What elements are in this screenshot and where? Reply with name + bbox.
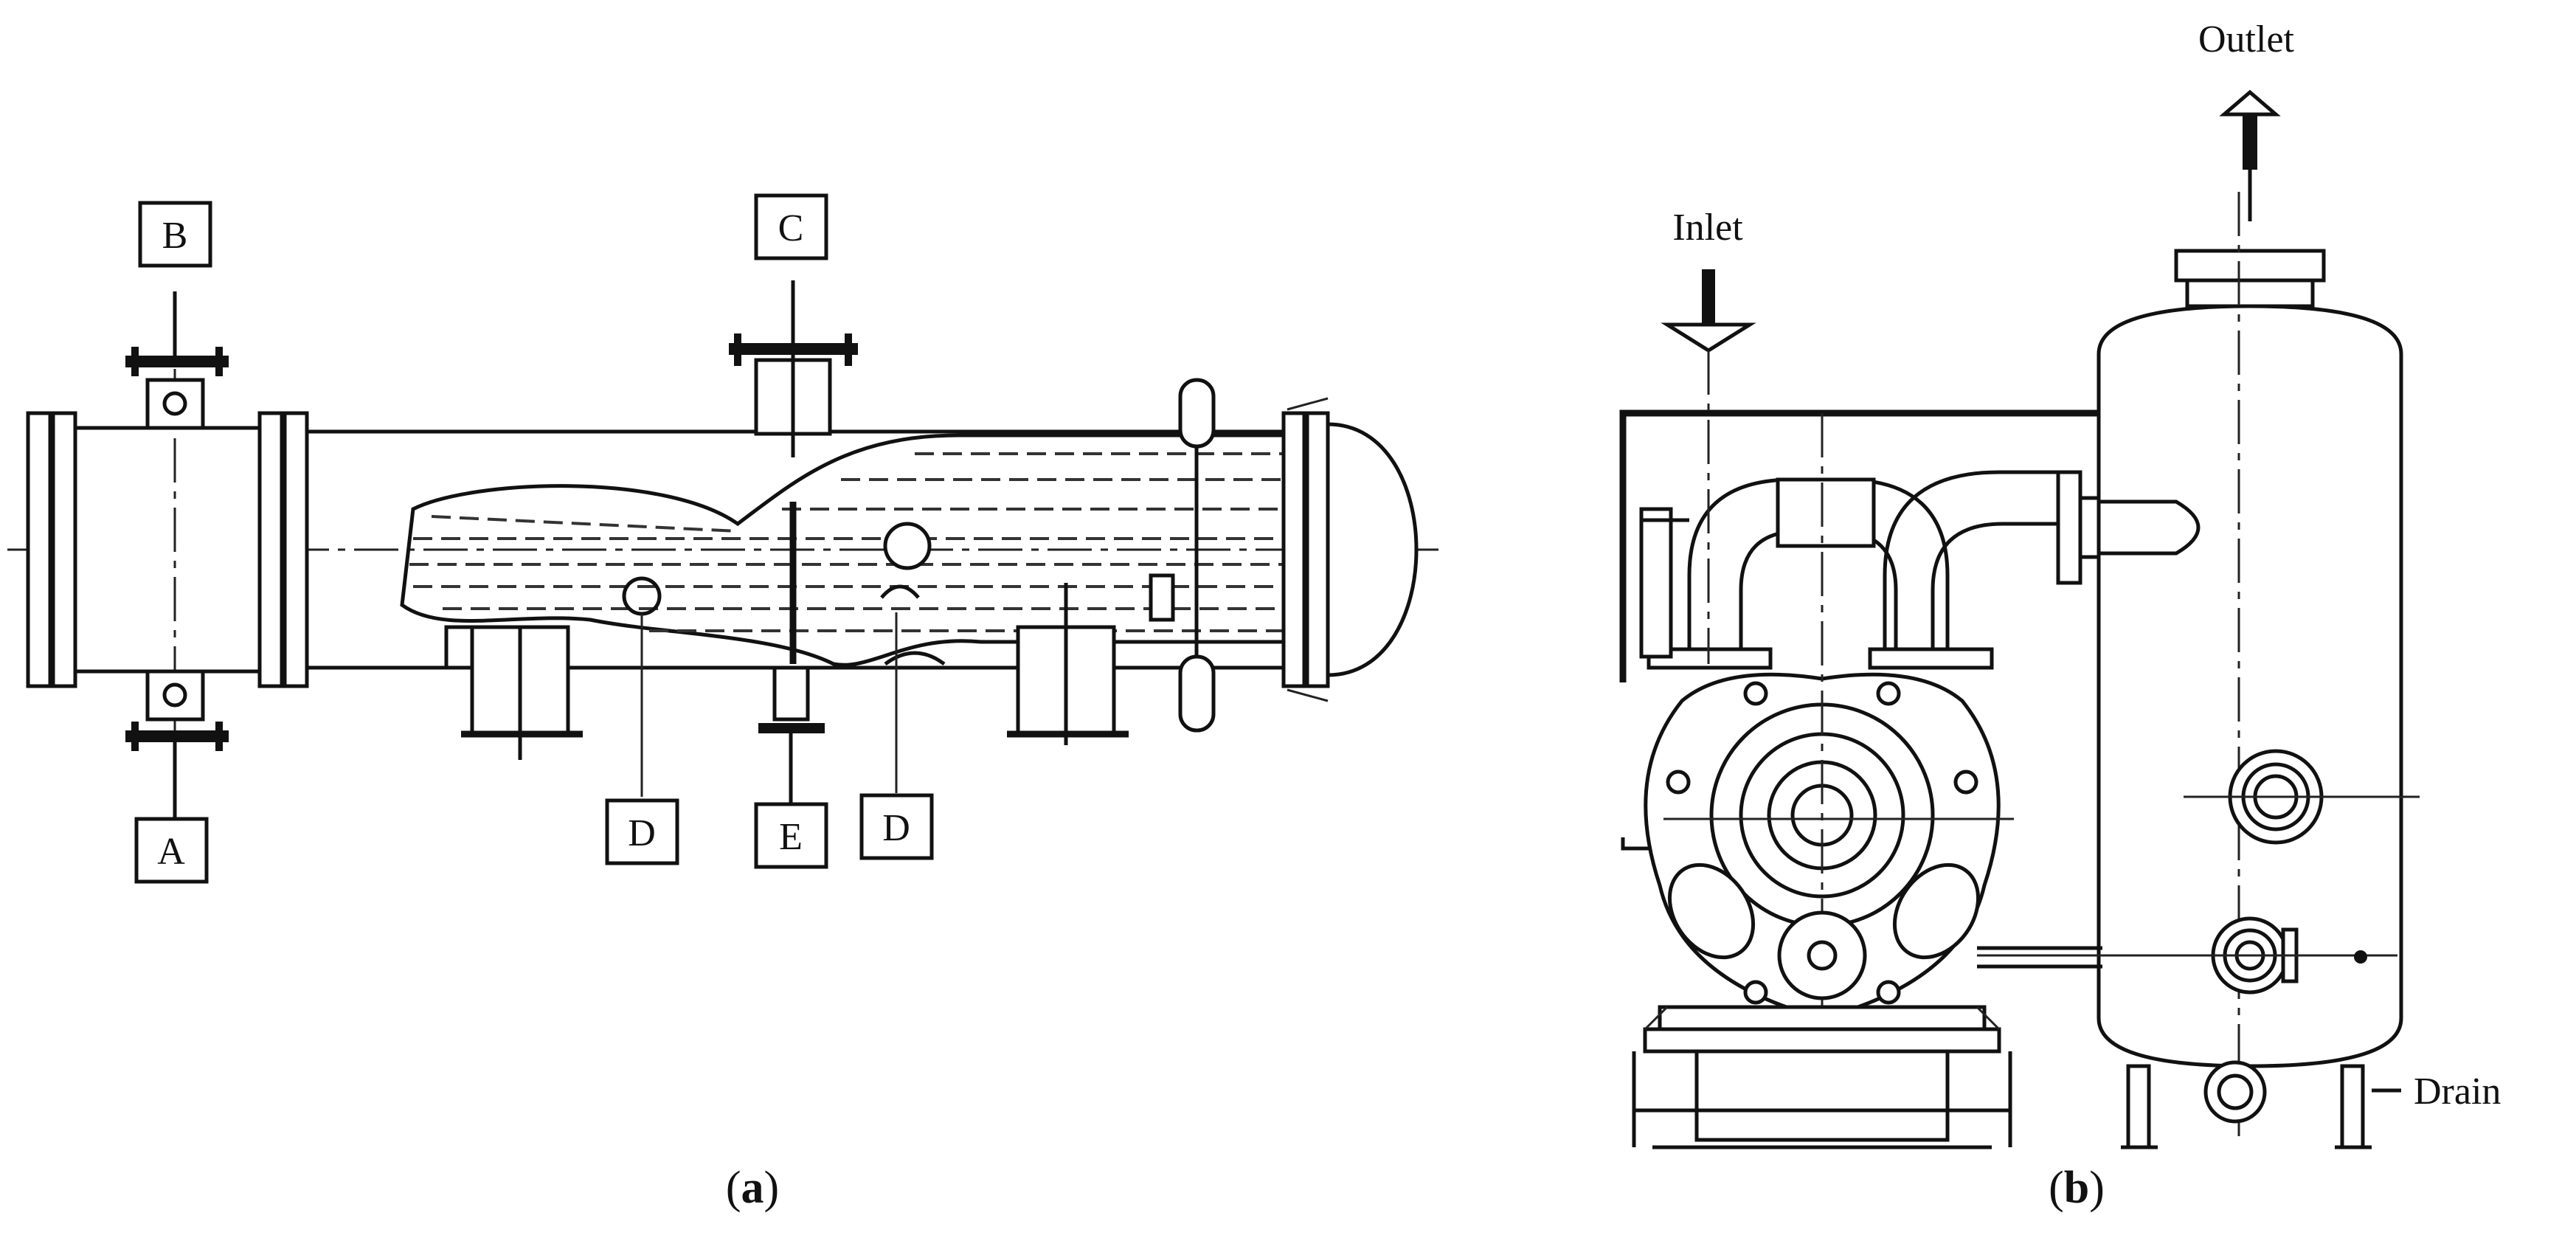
- caption-b: (b): [2049, 1163, 2105, 1213]
- label-e-box: E: [754, 802, 828, 869]
- label-a: A: [157, 831, 185, 873]
- label-d-left-box: D: [605, 614, 679, 865]
- vacuum-pump: [1632, 413, 2058, 1149]
- nozzle-c: [729, 280, 858, 457]
- vent-pipe: [1149, 378, 1216, 733]
- label-d-right: D: [882, 807, 910, 849]
- caption-a: (a): [726, 1163, 779, 1213]
- label-c: C: [778, 207, 804, 249]
- label-e: E: [779, 816, 803, 858]
- nozzle-b: [125, 291, 229, 430]
- nozzle-a: [125, 669, 229, 819]
- outlet-arrow-icon: [2219, 89, 2281, 221]
- label-inlet: Inlet: [1672, 207, 1743, 249]
- label-drain: Drain: [2414, 1071, 2501, 1113]
- tube-bundle: [409, 452, 1284, 632]
- label-d-right-box: D: [859, 612, 934, 860]
- label-c-box: C: [754, 193, 828, 260]
- label-b-box: B: [138, 201, 212, 268]
- saddle-left: [444, 625, 583, 760]
- inlet-arrow-icon: [1661, 269, 1756, 353]
- panel-b-pump-separator: Outlet Inlet: [1619, 18, 2501, 1213]
- saddle-right: [1007, 583, 1129, 745]
- connecting-pipe: [1977, 946, 2102, 969]
- rear-head: [1281, 397, 1419, 702]
- nozzle-e: [758, 665, 825, 812]
- label-outlet: Outlet: [2198, 18, 2295, 60]
- label-b: B: [162, 215, 188, 257]
- separator-tank: [1977, 192, 2420, 1149]
- label-d-left: D: [628, 812, 656, 854]
- label-a-box: A: [134, 817, 209, 884]
- panel-a-heat-exchanger: B A C D E D (a): [7, 193, 1438, 1213]
